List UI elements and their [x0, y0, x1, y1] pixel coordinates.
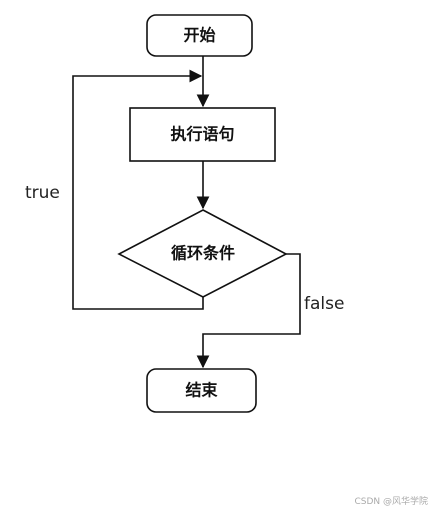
watermark-text: CSDN @风华学院 [354, 495, 428, 507]
end-node [146, 368, 257, 413]
start-node-label: 开始 [183, 26, 215, 45]
statement-node-label: 执行语句 [170, 125, 234, 144]
condition-node-label: 循环条件 [171, 244, 235, 263]
edge-false-exit [196, 253, 301, 369]
edge-true-loop [72, 69, 204, 310]
end-node-label: 结束 [184, 381, 218, 400]
start-node [146, 14, 253, 57]
statement-node [129, 107, 276, 162]
true-edge-label: true [25, 183, 60, 203]
condition-node [117, 209, 288, 298]
false-edge-label: false [304, 294, 344, 314]
